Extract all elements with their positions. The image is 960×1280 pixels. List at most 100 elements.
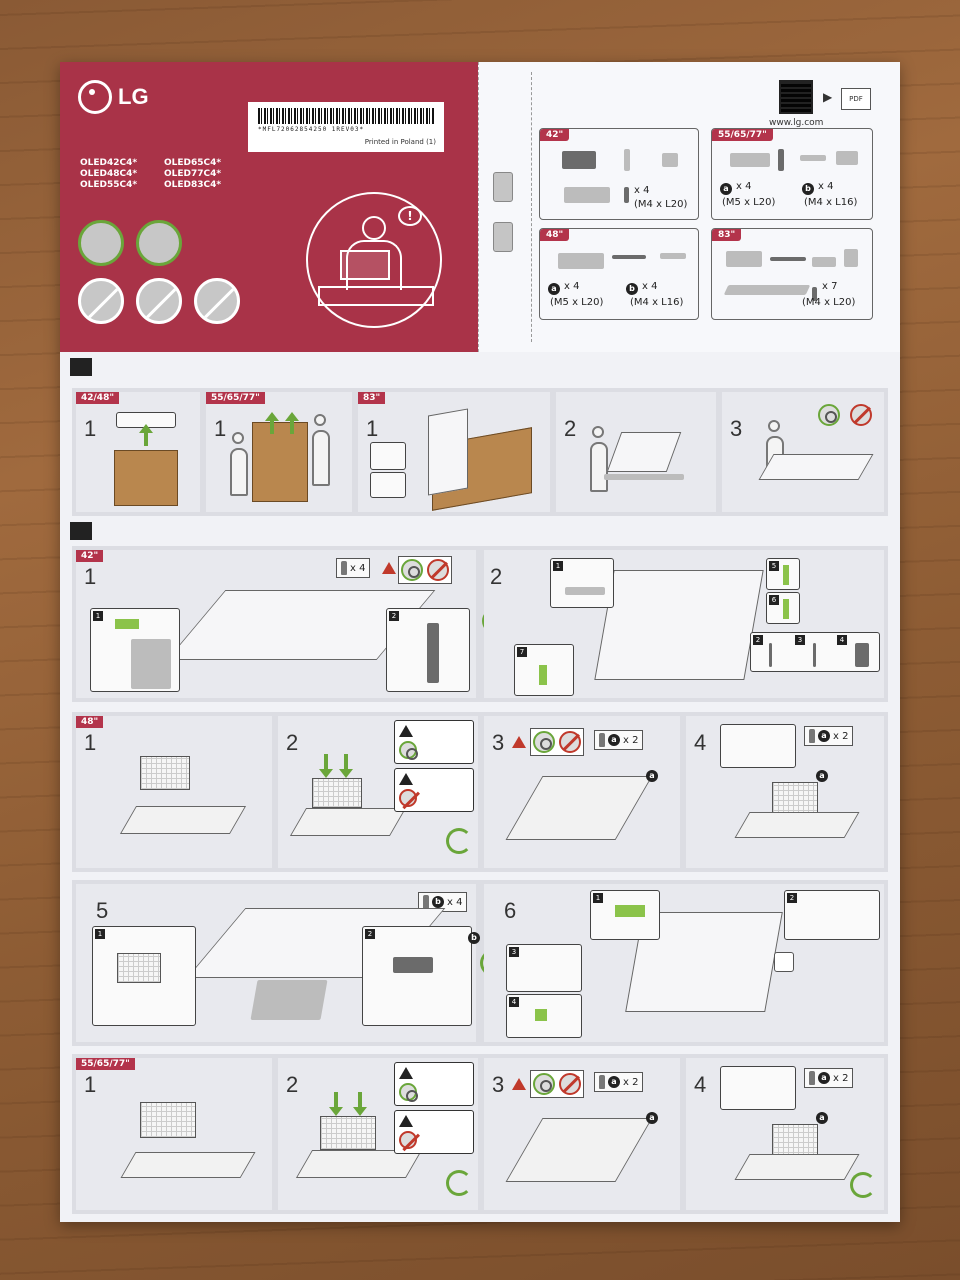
person-head-icon	[314, 414, 326, 426]
inset-number: 2	[753, 635, 763, 645]
prohibited-icon	[850, 404, 872, 426]
stand-neck-part	[427, 623, 439, 683]
screw-b-badge: b	[802, 183, 814, 195]
stand-base-part	[564, 187, 610, 203]
detail-inset-3: 3	[506, 944, 582, 992]
parts-box-83: 83" x 7 (M4 x L20)	[711, 228, 873, 320]
push-down-arrow-icon	[324, 754, 328, 770]
inset-number: 1	[95, 929, 105, 939]
step-number: 1	[84, 416, 97, 441]
green-highlight	[783, 565, 789, 585]
clip-part	[662, 153, 678, 167]
assembly-42-step2-panel: 2 1 5 6 7 2 3 4	[484, 550, 884, 698]
step-number: 3	[492, 1072, 505, 1097]
prohibited-icon	[559, 731, 581, 753]
screw-count-box: x 4	[336, 558, 371, 578]
rotate-arrow-icon	[850, 1172, 876, 1198]
push-down-arrow-icon	[334, 1092, 338, 1108]
stand-neck-illustration	[250, 980, 328, 1020]
rotate-arrow-icon	[446, 1170, 472, 1196]
detail-inset-6: 6	[766, 592, 800, 624]
screw-count: x 2	[623, 1076, 639, 1088]
assembly-55-step2-panel: 2	[278, 1058, 478, 1210]
lift-arrow-icon	[265, 412, 279, 434]
manual-icon	[493, 222, 513, 252]
screw-a-count: x 4	[736, 181, 752, 192]
red-cover-panel: LG *MFL72062854250 1REV03* Printed in Po…	[60, 62, 478, 352]
screw-b-badge: b	[432, 896, 444, 908]
screw-b-spec: (M4 x L16)	[804, 197, 858, 208]
carry-panel-ok-icon	[78, 220, 124, 266]
box-illustration	[114, 450, 178, 506]
handle-detail-inset	[370, 472, 406, 498]
unpack-55-65-77-panel: 55/65/77" 1	[206, 392, 352, 512]
assembly-42-step1-panel: 42" 1 x 4 1 2	[76, 550, 476, 698]
cable-guide-part	[770, 257, 806, 261]
stand-underside-illustration	[505, 1118, 653, 1182]
assembly-55-65-77-band: 55/65/77" 1 2 3	[72, 1054, 888, 1214]
hold-edge-ok-icon	[136, 220, 182, 266]
step-number: 1	[214, 416, 227, 441]
screw-a-badge: a	[720, 183, 732, 195]
unpack-83-step1-panel: 83" 1	[358, 392, 550, 512]
tv-flat-on-table-illustration	[758, 454, 874, 480]
screw-count-box: a x 2	[594, 1072, 644, 1092]
wrong-placement-card	[394, 768, 474, 812]
barcode-text: *MFL72062854250 1REV03*	[258, 126, 365, 133]
screw-b-count: x 4	[642, 281, 658, 292]
stand-base-part	[730, 153, 770, 167]
screw-spec: (M4 x L20)	[634, 199, 688, 210]
prohibited-icon	[427, 559, 449, 581]
ok-icon	[399, 741, 418, 760]
green-highlight	[783, 599, 789, 619]
detail-inset-1: 1	[90, 608, 180, 692]
model-list: OLED42C4* OLED65C4* OLED48C4* OLED77C4* …	[80, 158, 244, 190]
warning-icon	[512, 1078, 526, 1090]
green-highlight	[535, 1009, 547, 1021]
barcode-label: *MFL72062854250 1REV03* Printed in Polan…	[248, 102, 444, 152]
unpack-83-step3-panel: 3	[722, 392, 884, 512]
qr-code-icon	[779, 80, 813, 114]
step-number: 2	[286, 1072, 299, 1097]
unpack-42-48-panel: 42/48" 1	[76, 392, 200, 512]
screw-count: x 2	[833, 1072, 849, 1084]
unpack-box-icon	[70, 358, 92, 376]
person-icon	[230, 448, 248, 496]
detail-inset-1: 1	[590, 890, 660, 940]
inset-number: 3	[509, 947, 519, 957]
size-tag: 55/65/77"	[76, 1058, 135, 1070]
warning-icon	[399, 1115, 413, 1127]
lg-url: www.lg.com	[769, 118, 824, 128]
cable-guide-part	[660, 253, 686, 259]
screw-a-badge: a	[818, 1072, 830, 1084]
size-tag: 48"	[540, 229, 570, 241]
screw-icon	[423, 895, 429, 909]
detail-inset-2-3-4: 2 3 4	[750, 632, 880, 672]
person-icon	[590, 442, 608, 492]
green-highlight	[539, 665, 547, 685]
no-press-screen-icon	[78, 278, 124, 324]
unpack-83-step2-panel: 2	[556, 392, 716, 512]
wrong-placement-card	[394, 1110, 474, 1154]
step-number: 1	[366, 416, 379, 441]
screw-tightness-box	[530, 1070, 584, 1098]
stand-underside-illustration	[505, 776, 653, 840]
inset-number: 1	[553, 561, 563, 571]
assembly-48-step3-panel: 3 a x 2 a	[484, 716, 680, 868]
stand-base-illustration	[289, 808, 407, 836]
stand-part	[131, 639, 171, 689]
person-body-icon	[346, 240, 402, 290]
prohibited-icon	[559, 1073, 581, 1095]
screw-count: x 7	[822, 281, 838, 292]
screw-count-box: a x 2	[594, 730, 644, 750]
correct-placement-card	[394, 720, 474, 764]
step-number: 1	[84, 730, 97, 755]
inset-number: 2	[389, 611, 399, 621]
green-highlight	[115, 619, 139, 629]
stand-bracket-illustration	[117, 953, 161, 983]
screw-spec: (M4 x L20)	[802, 297, 856, 308]
handling-prohibited-icons	[78, 278, 240, 324]
size-tag: 42"	[540, 129, 570, 141]
size-tag: 55/65/77"	[206, 392, 265, 404]
warning-bubble-icon: !	[398, 206, 422, 226]
